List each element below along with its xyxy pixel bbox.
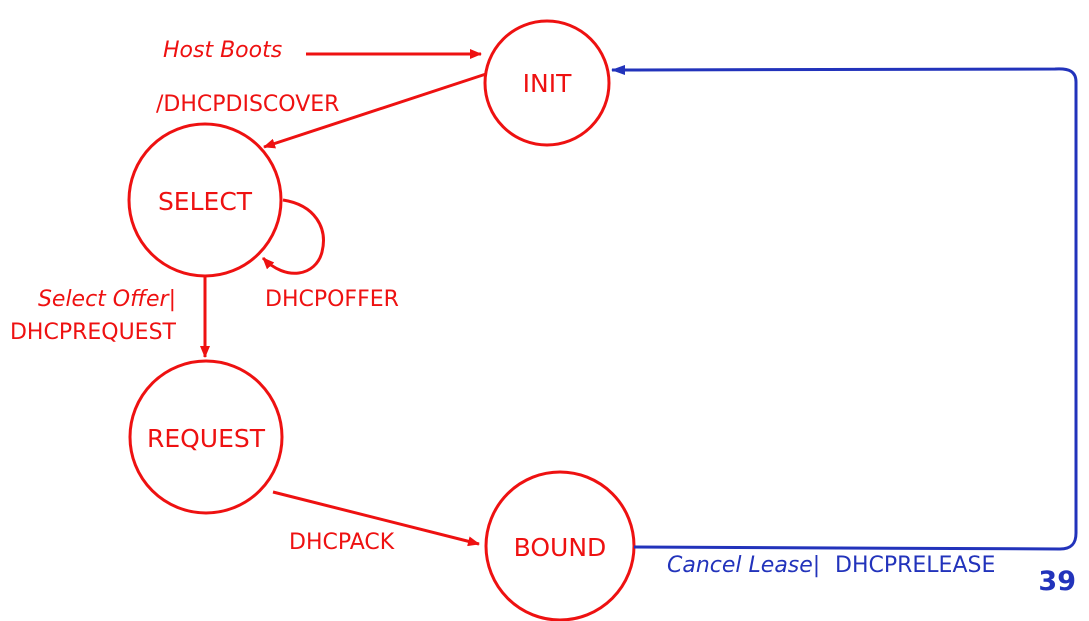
dhcprequest-label: DHCPREQUEST (10, 320, 177, 345)
dhcpoffer-self-loop-arrow (261, 198, 325, 275)
dhcprelease-label: DHCPRELEASE (835, 553, 995, 578)
request-to-bound-arrow (272, 490, 480, 547)
page-number: 39 (1038, 566, 1076, 597)
state-request-label: REQUEST (147, 424, 266, 453)
cancel-lease-label: Cancel Lease| (667, 553, 820, 578)
dhcpdiscover-label: /DHCPDISCOVER (156, 92, 339, 117)
select-offer-label: Select Offer| (38, 287, 176, 312)
state-bound-label: BOUND (514, 533, 607, 562)
dhcpack-label: DHCPACK (289, 530, 395, 555)
host-boots-label: Host Boots (163, 38, 282, 63)
state-bound-circle (484, 470, 636, 621)
init-to-select-arrow (263, 72, 487, 149)
state-select-label: SELECT (158, 187, 253, 216)
state-init-label: INIT (523, 69, 572, 98)
state-init-circle (483, 19, 611, 147)
dhcpoffer-label: DHCPOFFER (265, 287, 399, 312)
cancel-lease-return-arrow (611, 64, 1078, 551)
state-request-circle (128, 359, 284, 515)
